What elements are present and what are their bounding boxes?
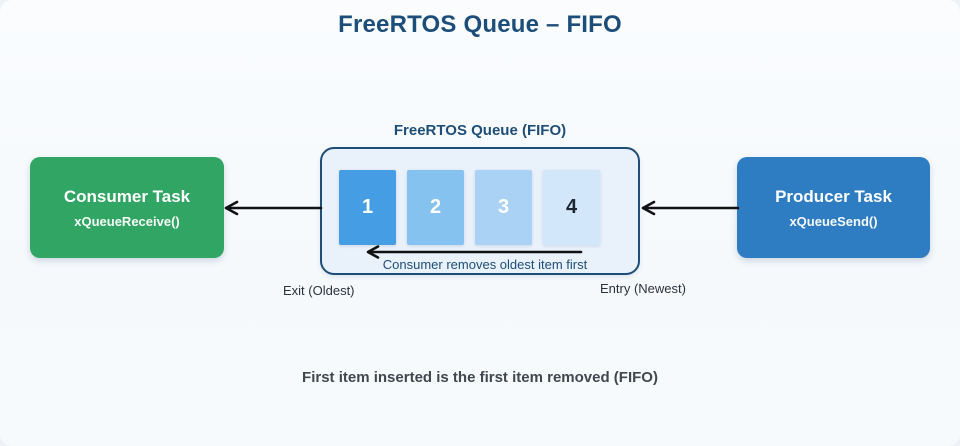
producer-task-box: Producer Task xQueueSend()	[737, 157, 930, 258]
queue-arrow-caption: Consumer removes oldest item first	[382, 257, 588, 272]
consumer-task-function: xQueueReceive()	[74, 213, 180, 229]
dequeue-direction-arrow-icon	[366, 245, 583, 259]
consumer-task-title: Consumer Task	[63, 186, 191, 206]
queue-to-consumer-arrow-icon	[224, 200, 323, 216]
producer-to-queue-arrow-icon	[641, 200, 740, 216]
entry-label: Entry (Newest)	[600, 281, 686, 296]
producer-task-title: Producer Task	[775, 186, 892, 206]
exit-label: Exit (Oldest)	[283, 283, 355, 298]
queue-cell-2: 2	[407, 170, 464, 245]
queue-cell-1: 1	[339, 170, 396, 245]
fifo-caption: First item inserted is the first item re…	[302, 369, 658, 386]
producer-task-function: xQueueSend()	[789, 213, 878, 229]
page-title: FreeRTOS Queue – FIFO	[338, 11, 622, 38]
queue-label: FreeRTOS Queue (FIFO)	[393, 122, 567, 139]
queue-cell-4: 4	[543, 170, 600, 245]
consumer-task-box: Consumer Task xQueueReceive()	[30, 157, 224, 258]
queue-cell-3: 3	[475, 170, 532, 245]
